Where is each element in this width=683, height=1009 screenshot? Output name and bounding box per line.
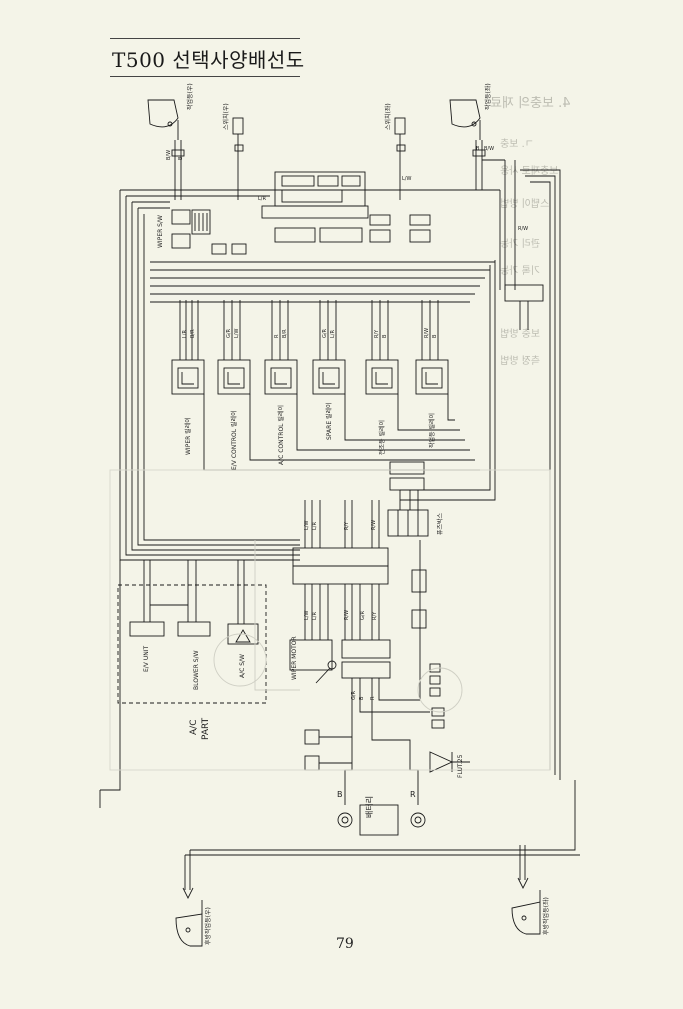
lamp-label: 후방작업등(우)	[204, 907, 212, 945]
work-lamp-icon	[449, 99, 481, 140]
fuse-box-label: 퓨즈박스	[436, 512, 444, 535]
svg-text:G/R: G/R	[322, 328, 328, 338]
svg-text:R/W: R/W	[518, 226, 528, 232]
main-connector-upper	[292, 547, 389, 567]
svg-text:B/W: B/W	[484, 146, 494, 152]
svg-text:G/R: G/R	[360, 610, 366, 620]
wiper-motor-label: WIPER MOTOR	[291, 636, 298, 680]
flutter-icon	[429, 751, 454, 773]
relay-spare	[312, 359, 346, 395]
svg-text:R/W: R/W	[371, 520, 377, 530]
svg-text:B/W: B/W	[166, 150, 172, 160]
work-lamp-icon	[147, 99, 179, 140]
svg-text:L/W: L/W	[234, 329, 240, 338]
svg-text:R/W: R/W	[424, 328, 430, 338]
relay-label: 작업등 릴레이	[428, 413, 436, 448]
relay-label: E/V CONTROL 릴레이	[230, 410, 238, 470]
wiper-switch	[171, 209, 191, 225]
relay-worklamp	[415, 359, 449, 395]
svg-text:L/W: L/W	[402, 176, 411, 182]
title-rule-top	[110, 38, 300, 39]
relay-ev-control	[217, 359, 251, 395]
relay-label: SPARE 릴레이	[325, 402, 333, 440]
instrument-panel	[274, 171, 366, 207]
svg-text:R/Y: R/Y	[374, 329, 380, 338]
svg-text:R: R	[410, 790, 416, 799]
motor-icon	[327, 660, 337, 670]
svg-text:R: R	[274, 334, 280, 338]
relay-label: 전조등 릴레이	[378, 420, 386, 455]
svg-text:L/R: L/R	[330, 330, 336, 338]
switch-label: 스위치(우)	[222, 103, 230, 130]
page-title: T500 선택사양배선도	[112, 48, 305, 72]
switch-label: 스위치(좌)	[384, 103, 392, 130]
ev-unit-label: E/V UNIT	[143, 646, 150, 672]
relay-wiper	[171, 359, 205, 395]
relay-label: WIPER 릴레이	[184, 417, 192, 455]
svg-text:B: B	[337, 790, 343, 799]
relay-label: A/C CONTROL 릴레이	[277, 405, 285, 465]
svg-text:L/W: L/W	[304, 611, 310, 620]
svg-text:R: R	[370, 696, 376, 700]
title-rule-bottom	[110, 76, 300, 77]
battery	[337, 804, 426, 836]
side-switch-icon	[232, 117, 244, 190]
svg-text:B/R: B/R	[282, 329, 288, 338]
ac-part-box	[117, 584, 267, 704]
svg-text:L/R: L/R	[312, 522, 318, 530]
battery-label: 배터리	[365, 796, 374, 818]
svg-text:R/Y: R/Y	[344, 521, 350, 530]
svg-text:G/R: G/R	[226, 328, 232, 338]
svg-text:R/W: R/W	[344, 610, 350, 620]
relay-headlamp	[365, 359, 399, 395]
lamp-label: 후방작업등(좌)	[542, 897, 550, 935]
ac-part-label: PART	[201, 717, 211, 740]
svg-text:L/R: L/R	[182, 330, 188, 338]
wiper-motor	[289, 639, 333, 671]
svg-text:L/R: L/R	[312, 612, 318, 620]
svg-text:B: B	[178, 156, 184, 160]
main-connector-lower	[292, 565, 389, 585]
svg-text:B: B	[359, 696, 365, 700]
work-lamp-icon	[511, 890, 541, 935]
flutter-label: FLUT.25	[457, 754, 464, 778]
svg-text:G/R: G/R	[351, 690, 357, 700]
lamp-label: 작업등(우)	[186, 83, 194, 110]
work-lamp-icon	[175, 900, 203, 947]
svg-text:B: B	[382, 334, 388, 338]
svg-text:L/W: L/W	[304, 521, 310, 530]
svg-text:R/Y: R/Y	[372, 611, 378, 620]
ac-sw-label: A/C S/W	[239, 654, 246, 678]
svg-text:L/R: L/R	[258, 196, 266, 202]
svg-text:B: B	[432, 334, 438, 338]
ac-part-label: A/C	[189, 720, 199, 735]
side-switch-icon	[394, 117, 406, 190]
fuse-box	[387, 509, 429, 537]
relay-ac-control	[264, 359, 298, 395]
page-number: 79	[336, 936, 354, 952]
svg-text:B/R: B/R	[190, 329, 196, 338]
wiper-sw-label: WIPER S/W	[157, 215, 164, 248]
svg-text:B: B	[476, 146, 480, 152]
blower-sw-label: BLOWER S/W	[193, 650, 200, 690]
lamp-label: 작업등(좌)	[484, 83, 492, 110]
